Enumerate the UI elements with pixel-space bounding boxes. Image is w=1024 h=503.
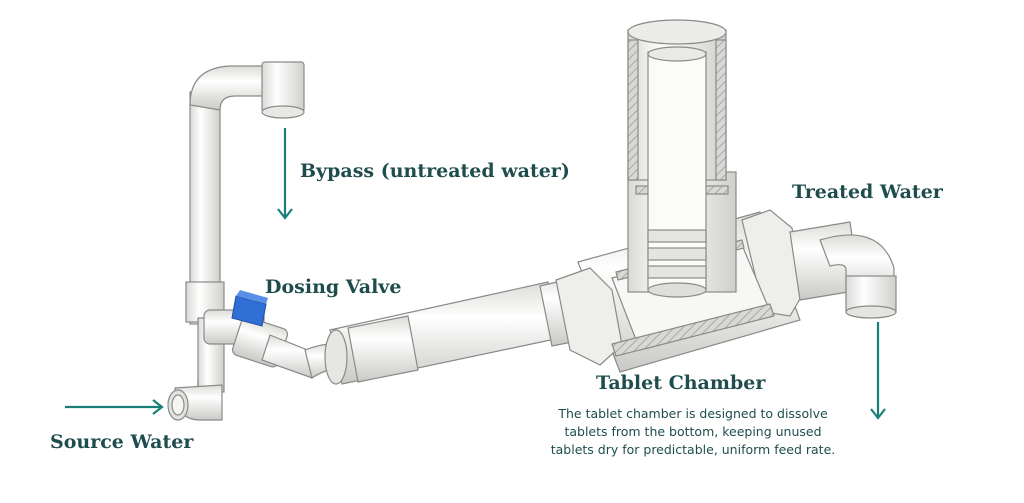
bypass-label: Bypass (untreated water) bbox=[300, 160, 570, 182]
bypass-pipe bbox=[167, 61, 305, 421]
bypass-arrow bbox=[277, 128, 293, 220]
tablet-chamber-body bbox=[555, 19, 805, 373]
treated-arrow bbox=[870, 322, 886, 420]
valve-handle-shape bbox=[231, 290, 268, 327]
dosing-valve-label: Dosing Valve bbox=[265, 276, 402, 298]
description-line: The tablet chamber is designed to dissol… bbox=[558, 406, 828, 421]
source-arrow bbox=[65, 399, 164, 415]
tablet-chamber-label: Tablet Chamber bbox=[596, 372, 766, 394]
description-line: tablets from the bottom, keeping unused bbox=[564, 424, 822, 439]
treated-water-label: Treated Water bbox=[792, 181, 943, 203]
source-water-label: Source Water bbox=[50, 431, 194, 453]
tablet-chamber-description: The tablet chamber is designed to dissol… bbox=[528, 405, 858, 459]
description-line: tablets dry for predictable, uniform fee… bbox=[550, 442, 836, 457]
treated-outlet-pipe bbox=[789, 221, 897, 319]
flow-arrows bbox=[65, 128, 886, 420]
